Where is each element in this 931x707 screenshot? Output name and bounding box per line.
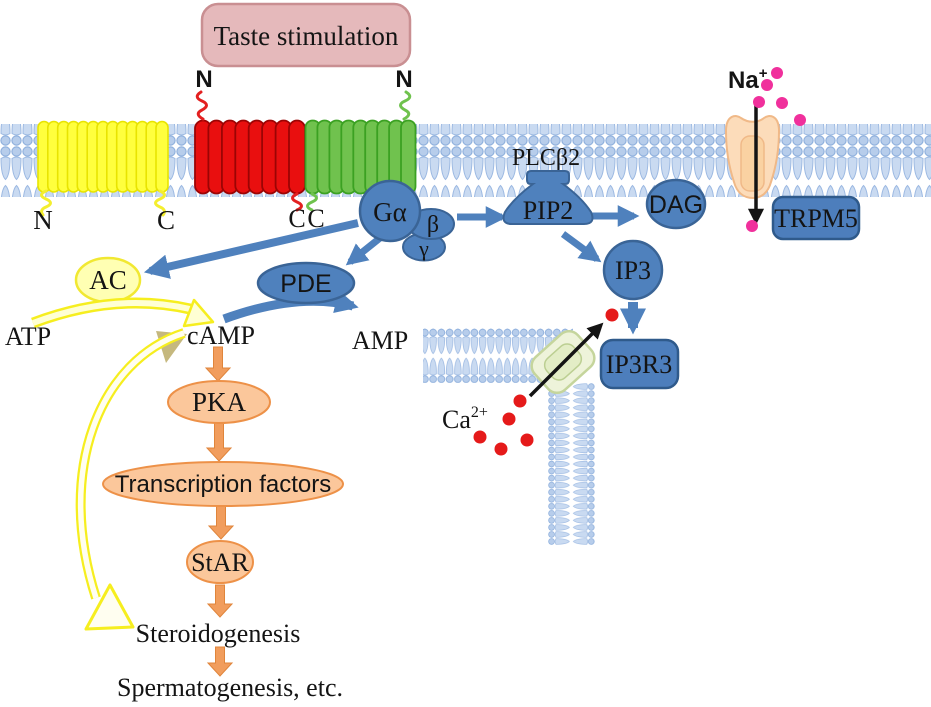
arrow-pka-to-tf bbox=[205, 422, 233, 462]
taste-stimulation-label: Taste stimulation bbox=[214, 21, 399, 51]
green-c-tail bbox=[306, 192, 318, 212]
arrow-steroidogenesis-to-spermatogenesis bbox=[206, 646, 234, 677]
camp-label: cAMP bbox=[187, 321, 255, 350]
receptor-yellow bbox=[37, 120, 169, 217]
arrow-tf-to-star bbox=[207, 505, 235, 540]
arrow-galpha-to-ac bbox=[143, 219, 359, 279]
red-receptor-c-label: C bbox=[288, 204, 305, 233]
arrow-camp-to-steroidogenesis bbox=[75, 328, 187, 631]
arrow-atp-to-camp bbox=[31, 297, 215, 329]
trpm5-label: TRPM5 bbox=[774, 204, 858, 233]
ip3r3-box bbox=[599, 338, 680, 390]
sodium-ions bbox=[746, 67, 806, 232]
green-receptor-c-label: C bbox=[307, 204, 324, 233]
pka-label: PKA bbox=[192, 387, 247, 417]
red-c-tail bbox=[291, 192, 303, 212]
spermatogenesis-label: Spermatogenesis, etc. bbox=[117, 673, 343, 702]
dag-node bbox=[645, 178, 707, 230]
pip2-label: PIP2 bbox=[523, 196, 574, 225]
g-alpha-label: Gα bbox=[373, 197, 407, 227]
amp-label: AMP bbox=[352, 326, 408, 355]
green-n-tail bbox=[399, 90, 412, 121]
green-receptor-n-label: N bbox=[395, 66, 412, 93]
arrow-camp-to-amp bbox=[222, 290, 359, 324]
pde-label: PDE bbox=[280, 270, 331, 298]
red-n-tail bbox=[195, 90, 208, 121]
plcb2-label: PLCβ2 bbox=[512, 145, 580, 171]
arrow-star-to-steroidogenesis bbox=[206, 584, 234, 618]
star-label: StAR bbox=[191, 548, 249, 577]
transcription-factors-label: Transcription factors bbox=[115, 471, 332, 498]
yellow-receptor-n-label: N bbox=[33, 205, 53, 235]
ac-label: AC bbox=[89, 265, 127, 295]
g-gamma-label: γ bbox=[418, 236, 429, 261]
pka-node bbox=[167, 380, 271, 424]
ip3-label: IP3 bbox=[615, 256, 651, 285]
g-beta-label: β bbox=[427, 212, 439, 238]
receptor-green bbox=[304, 90, 417, 212]
star-node bbox=[186, 540, 254, 584]
atp-label: ATP bbox=[5, 322, 51, 351]
calcium-ions bbox=[473, 308, 619, 456]
transcription-factors-node bbox=[102, 461, 344, 507]
ip3-node bbox=[602, 239, 664, 301]
pde-node bbox=[256, 261, 356, 305]
arrow-ca-release bbox=[528, 322, 604, 398]
yellow-receptor-c-label: C bbox=[157, 205, 175, 235]
trpm5-channel bbox=[724, 115, 781, 200]
ip3r3-label: IP3R3 bbox=[606, 350, 672, 379]
red-receptor-n-label: N bbox=[195, 66, 212, 93]
receptor-red bbox=[194, 90, 306, 212]
steroidogenesis-label: Steroidogenesis bbox=[136, 619, 301, 648]
pip2-flask bbox=[502, 170, 594, 225]
ca-ion-label: Ca2+ bbox=[442, 404, 488, 434]
arrow-pip2-to-ip3 bbox=[560, 231, 602, 263]
arrow-camp-to-pka bbox=[204, 346, 232, 382]
arrow-galpha-to-pde bbox=[345, 235, 383, 266]
trpm5-box bbox=[771, 195, 861, 241]
g-alpha-subunit bbox=[358, 179, 422, 243]
yellow-c-tail bbox=[154, 189, 166, 217]
dag-label: DAG bbox=[649, 191, 703, 219]
yellow-n-tail bbox=[40, 189, 52, 217]
na-ion-label: Na+ bbox=[728, 65, 768, 94]
taste-stimulation-box bbox=[200, 2, 412, 68]
